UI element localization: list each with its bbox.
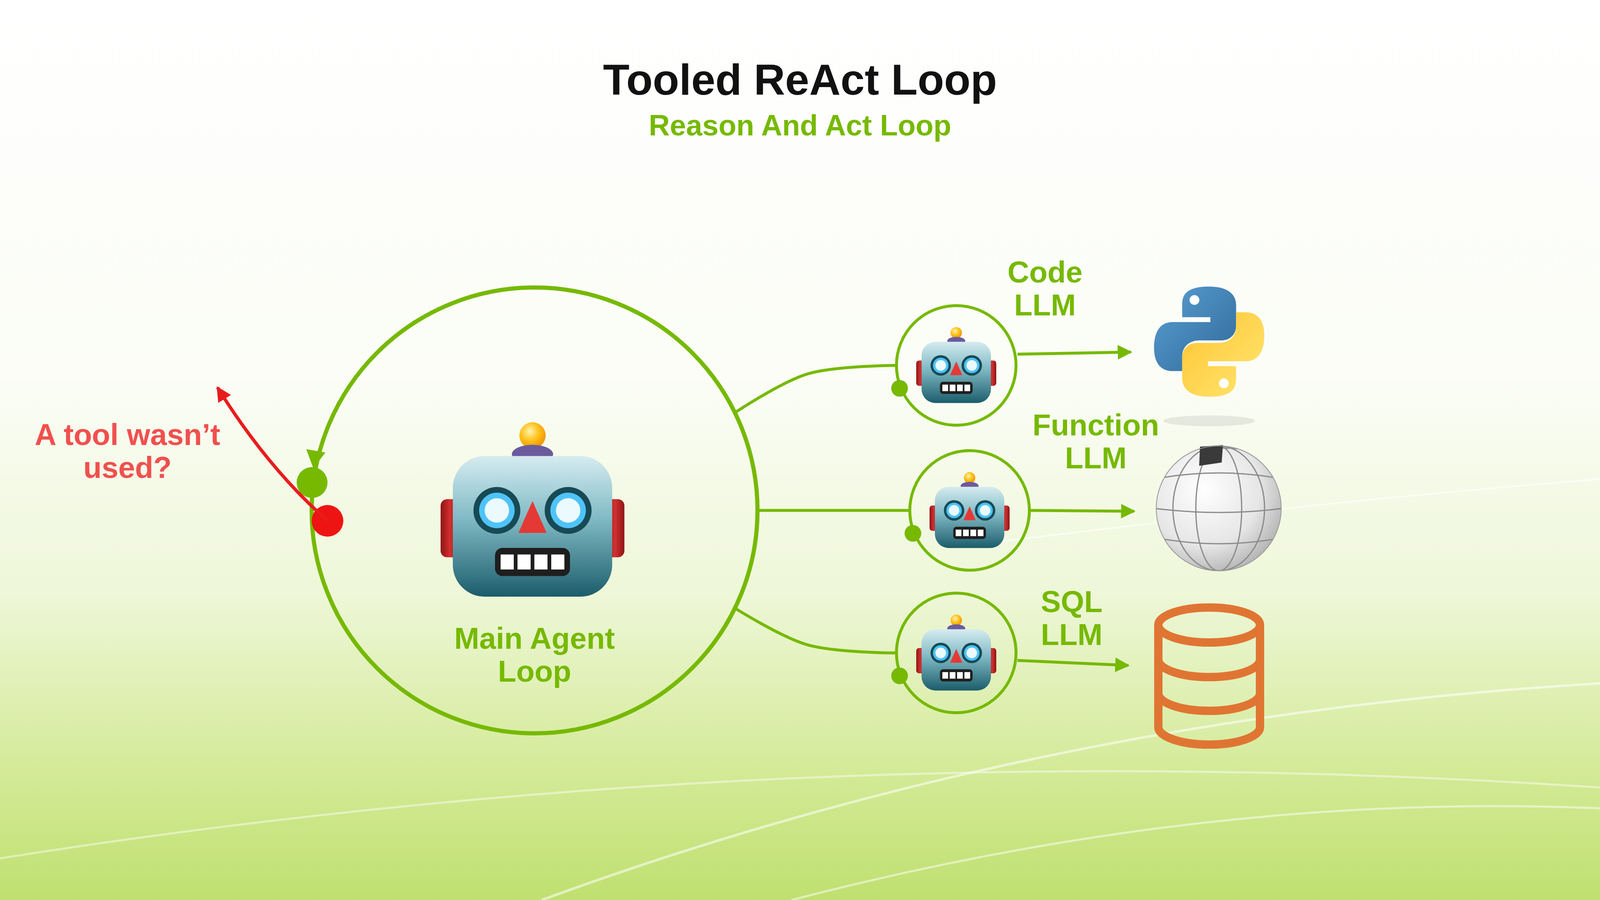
swoosh [541,683,1600,900]
tool-arrow [1030,510,1135,512]
agent-loop-circle: Main Agent Loop [309,285,760,736]
diagram-title: Tooled ReAct Loop [602,55,998,104]
connector [735,608,897,653]
robot-icon [916,614,997,691]
loop-ring [896,305,1017,426]
llm-label: Function LLM [1029,408,1163,475]
node-text-wrap: Code LLM [982,255,1108,322]
loop-ring [896,593,1017,713]
loop-ring [910,450,1030,571]
title-wrap: Tooled ReAct Loop [602,55,998,104]
loop-dot [891,667,908,685]
tool-arrow [1017,660,1129,666]
loop-dot [296,467,328,498]
python-logo [1154,286,1265,398]
loop-label: Main Agent Loop [436,622,633,688]
llm-label: SQL LLM [1015,585,1128,652]
llm-label: Code LLM [982,255,1108,322]
database-icon [1158,607,1260,745]
wikipedia-globe [1154,445,1284,571]
llm-loop-circle: Function LLM [908,449,1031,572]
llm-loop-circle: Code LLM [895,304,1018,427]
exit-arrow [217,387,328,521]
tool-arrow [1017,352,1131,355]
robot-icon [929,472,1010,548]
circle-outline [895,591,1018,715]
icon-shadow [1163,415,1255,427]
robot-icon [916,327,997,403]
loop-arrowhead [306,449,326,469]
main-robot-icon [440,422,625,598]
loop-dot [891,380,908,397]
subtitle: Reason And Act Loop [648,109,952,142]
llm-loop-circle: SQL LLM [895,591,1018,715]
connector [735,365,897,413]
circle-outline [908,449,1031,572]
circle-outline [895,304,1018,427]
node-text-wrap: Function LLM [1029,408,1163,475]
label-wrap: Reason And Act Loop [648,109,952,142]
callout-note: A tool wasn’t used? [29,418,226,485]
loop-ring [311,287,758,734]
loop-dot [904,525,922,542]
connector [757,509,910,513]
node-text-wrap: Main Agent Loop [436,622,633,688]
node-text-wrap: SQL LLM [1015,585,1128,652]
swoosh [791,806,1600,900]
swoosh [0,771,1600,859]
label-wrap: A tool wasn’t used? [29,418,226,485]
swoosh [1000,479,1600,542]
